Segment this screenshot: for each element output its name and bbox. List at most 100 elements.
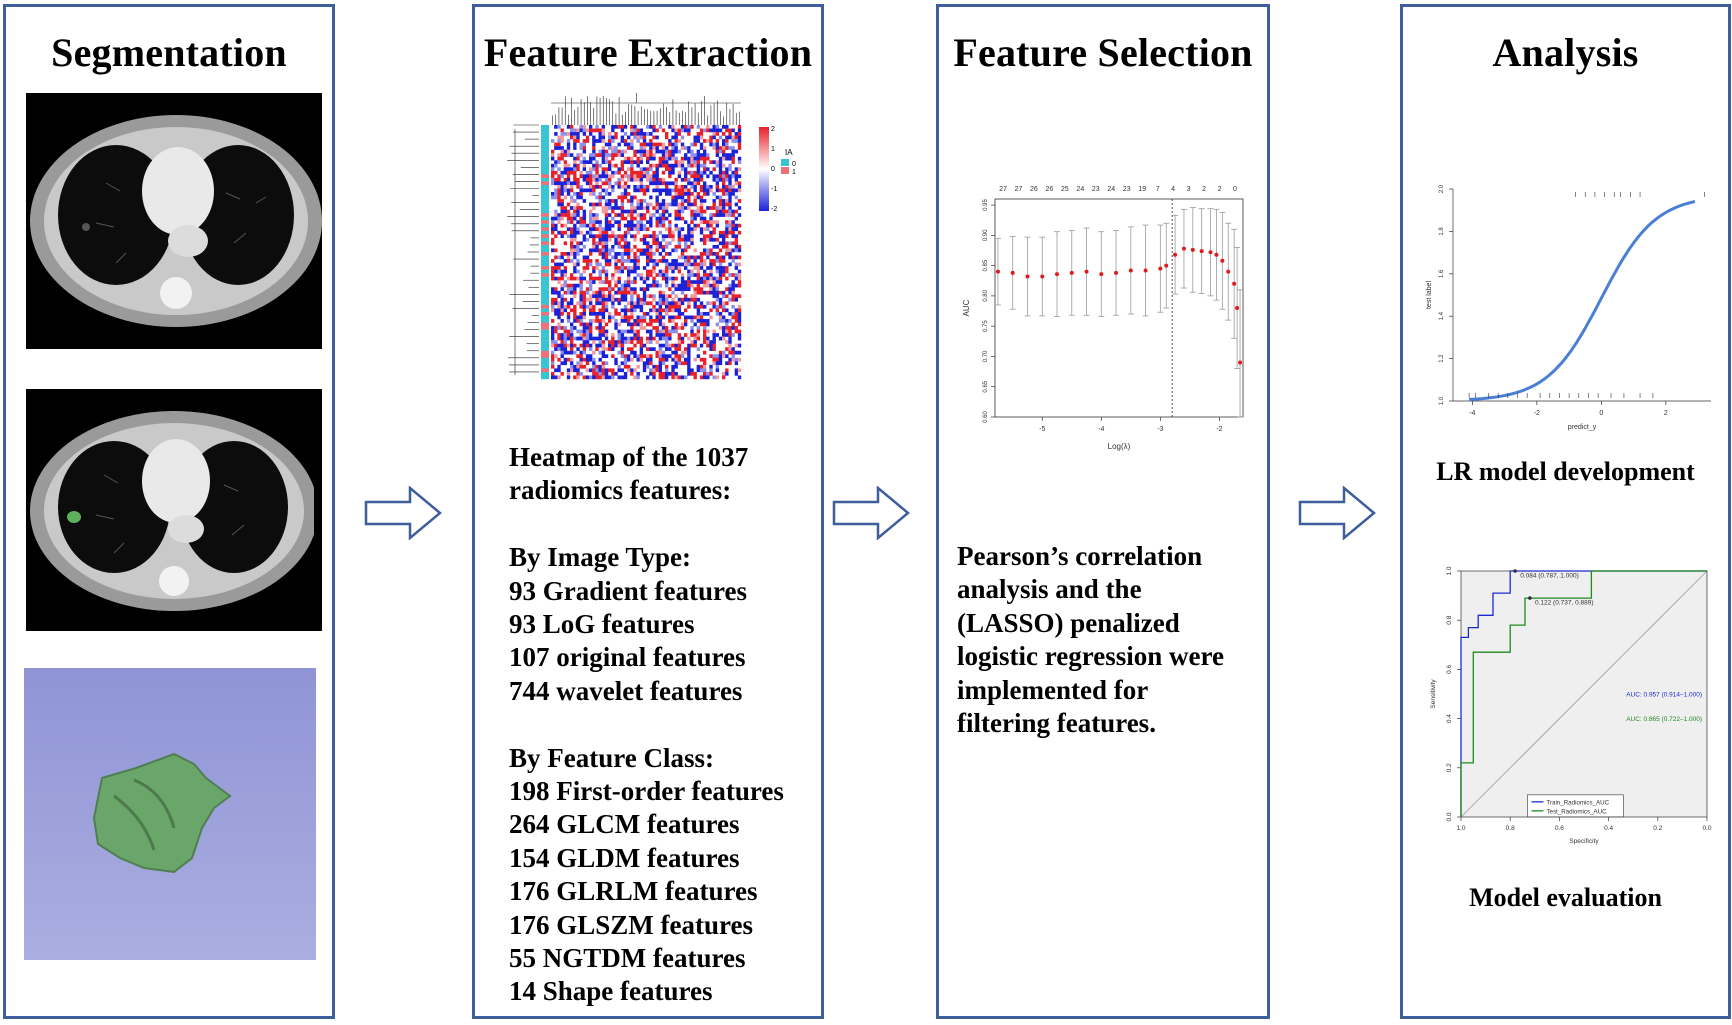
heatmap-cell: [684, 167, 688, 172]
heatmap-cell: [560, 135, 564, 140]
heatmap-cell: [703, 248, 707, 253]
text-line: 198 First-order features: [509, 776, 784, 807]
heatmap-cell: [611, 223, 615, 228]
cv-point: [1084, 269, 1089, 274]
heatmap-cell: [693, 174, 697, 179]
annotation-cell: [541, 188, 549, 193]
annotation-cell: [541, 135, 549, 140]
heatmap-cell: [592, 371, 596, 376]
heatmap-cell: [706, 266, 710, 270]
roc-threshold-label: 0.122 (0.737, 0.889): [1535, 600, 1594, 607]
heatmap-cell: [693, 375, 697, 380]
heatmap-cell: [661, 170, 666, 175]
heatmap-cell: [582, 167, 587, 172]
heatmap-cell: [687, 199, 691, 203]
heatmap-cell: [608, 262, 612, 267]
y-tick-label: 0.0: [1446, 812, 1453, 821]
heatmap-cell: [617, 336, 621, 341]
heatmap-cell: [639, 301, 644, 306]
heatmap-cell: [712, 343, 716, 348]
heatmap-cell: [658, 230, 663, 235]
heatmap-cell: [671, 128, 675, 133]
heatmap-cell: [725, 361, 729, 366]
heatmap-cell: [595, 276, 599, 281]
heatmap-cell: [585, 230, 590, 235]
heatmap-cell: [627, 322, 631, 327]
heatmap-cell: [737, 350, 742, 355]
heatmap-cell: [712, 167, 716, 172]
heatmap-cell: [652, 230, 656, 235]
annotation-cell: [541, 375, 549, 380]
heatmap-cell: [687, 259, 691, 263]
heatmap-cell: [693, 213, 697, 217]
heatmap-cell: [598, 237, 602, 242]
heatmap-cell: [573, 181, 577, 186]
heatmap-cell: [661, 297, 666, 302]
heatmap-cell: [642, 266, 647, 270]
heatmap-cell: [668, 213, 672, 217]
heatmap-cell: [595, 259, 599, 263]
diagonal-reference: [1460, 570, 1708, 818]
heatmap-cell: [684, 206, 688, 210]
heatmap-cell: [639, 149, 644, 154]
heatmap-cell: [696, 195, 701, 200]
heatmap-cell: [566, 252, 571, 256]
heatmap-cell: [576, 347, 580, 351]
heatmap-cell: [582, 160, 587, 165]
heatmap-cell: [589, 202, 593, 207]
heatmap-cell: [633, 195, 637, 200]
heatmap-cell: [658, 308, 663, 313]
heatmap-cell: [715, 206, 720, 210]
heatmap-cell: [734, 315, 739, 320]
heatmap-cell: [696, 319, 701, 323]
heatmap-cell: [668, 347, 672, 351]
heatmap-cell: [570, 181, 574, 186]
heatmap-cell: [671, 142, 675, 147]
heatmap-cell: [674, 304, 678, 309]
heatmap-cell: [655, 311, 659, 316]
heatmap-cell: [728, 248, 732, 253]
heatmap-cell: [636, 357, 640, 362]
heatmap-cell: [570, 276, 574, 281]
heatmap-cell: [674, 135, 678, 140]
heatmap-cell: [554, 347, 558, 351]
heatmap-cell: [566, 142, 571, 147]
heatmap-cell: [693, 259, 697, 263]
heatmap-cell: [671, 375, 675, 380]
heatmap-cell: [636, 139, 640, 143]
heatmap-cell: [668, 220, 672, 224]
heatmap-cell: [570, 170, 574, 175]
heatmap-cell: [661, 255, 666, 260]
heatmap-cell: [722, 259, 726, 263]
heatmap-cell: [677, 230, 682, 235]
heatmap-cell: [576, 227, 580, 232]
heatmap-cell: [636, 227, 640, 232]
heatmap-cell: [703, 269, 707, 274]
heatmap-cell: [737, 167, 742, 172]
heatmap-cell: [623, 336, 628, 341]
heatmap-cell: [617, 220, 621, 224]
heatmap-cell: [623, 132, 628, 136]
heatmap-cell: [703, 340, 707, 344]
heatmap-cell: [595, 128, 599, 133]
heatmap-cell: [703, 336, 707, 341]
heatmap-cell: [680, 252, 685, 256]
heatmap-cell: [725, 248, 729, 253]
heatmap-cell: [731, 248, 735, 253]
heatmap-cell: [630, 336, 634, 341]
heatmap-cell: [620, 343, 625, 348]
heatmap-cell: [677, 209, 682, 214]
heatmap-cell: [737, 343, 742, 348]
heatmap-cell: [699, 290, 704, 295]
heatmap-cell: [703, 322, 707, 327]
heatmap-cell: [563, 329, 568, 334]
heatmap-cell: [633, 174, 637, 179]
heatmap-cell: [646, 262, 650, 267]
heatmap-cell: [611, 174, 615, 179]
heatmap-cell: [658, 160, 663, 165]
heatmap-cell: [579, 192, 583, 196]
heatmap-cell: [696, 135, 701, 140]
heatmap-cell: [649, 153, 653, 157]
heatmap-cell: [633, 333, 637, 337]
heatmap-cell: [693, 255, 697, 260]
